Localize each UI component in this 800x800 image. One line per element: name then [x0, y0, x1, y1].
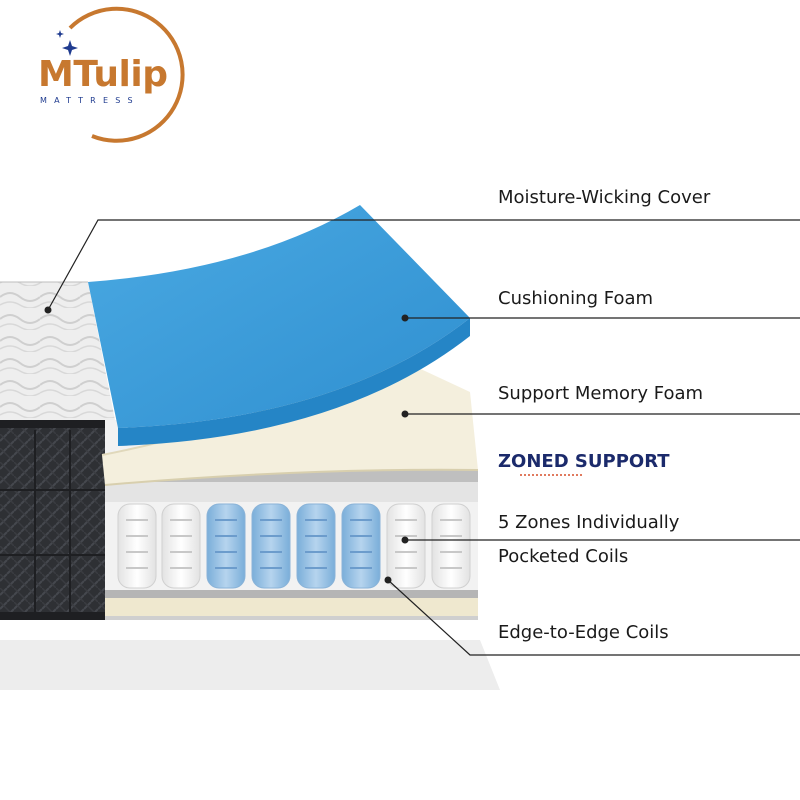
- logo-ring: [68, 6, 185, 143]
- sparkle-icon: [56, 30, 78, 56]
- leader-lines: [47, 219, 800, 656]
- coil: [386, 503, 426, 589]
- leader-dots: [44, 306, 409, 584]
- label-coils-line2: Pocketed Coils: [498, 546, 629, 567]
- coil: [117, 503, 157, 589]
- label-cover: Moisture-Wicking Cover: [498, 187, 711, 208]
- floor-shadow: [0, 640, 500, 690]
- label-memory-foam: Support Memory Foam: [498, 383, 704, 404]
- coil: [251, 503, 291, 589]
- logo-wordmark: MTulip: [38, 54, 168, 95]
- coil: [296, 503, 336, 589]
- cover-side-panel: [0, 420, 105, 620]
- label-cushioning: Cushioning Foam: [498, 288, 654, 309]
- leader-cover: [47, 219, 800, 311]
- heading-underline: [520, 474, 582, 476]
- label-edge-coils: Edge-to-Edge Coils: [498, 622, 669, 643]
- coil: [161, 503, 201, 589]
- logo-tagline: MATTRESS: [40, 96, 140, 105]
- cover-quilted-top: [0, 281, 115, 420]
- coil-row: [117, 503, 471, 589]
- coil: [431, 503, 471, 589]
- base-foam: [105, 598, 478, 616]
- cushioning-foam-layer: [88, 205, 470, 446]
- label-coils-line1: 5 Zones Individually: [498, 512, 680, 533]
- leader-edge: [387, 579, 800, 656]
- coil: [206, 503, 246, 589]
- coil: [341, 503, 381, 589]
- zoned-support-heading: ZONED SUPPORT: [498, 451, 670, 472]
